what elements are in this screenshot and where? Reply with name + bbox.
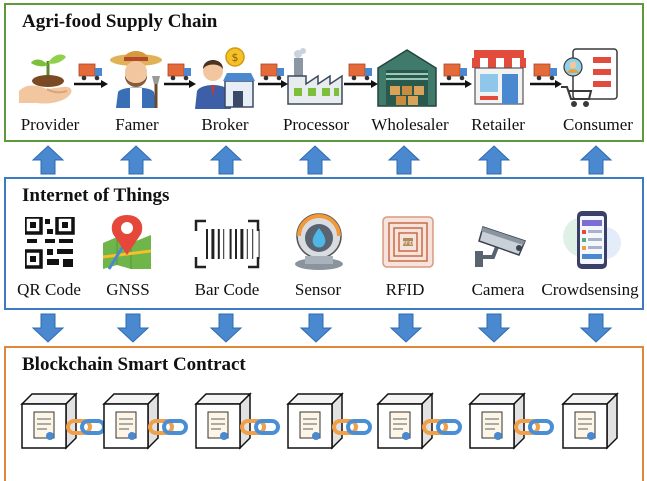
iot-label-gnss: GNSS <box>106 280 150 299</box>
up-arrow <box>477 145 511 175</box>
blockchain-block <box>194 392 252 450</box>
up-arrows-row <box>31 145 613 175</box>
shopping-consumer-icon <box>561 48 618 107</box>
truck-arrow <box>530 63 562 88</box>
iot-label-bar-code: Bar Code <box>194 280 260 299</box>
down-arrows-row <box>31 313 613 343</box>
blockchain-chain <box>20 392 619 450</box>
broker-icon: $ <box>195 47 255 109</box>
up-arrow <box>298 145 332 175</box>
svg-text:RFID: RFID <box>403 241 414 247</box>
cctv-camera-icon <box>475 226 527 267</box>
truck-arrow <box>164 63 196 88</box>
barcode-icon <box>194 219 260 269</box>
down-arrow <box>579 313 613 343</box>
rfid-icon: RFID <box>382 216 434 268</box>
up-arrow <box>387 145 421 175</box>
down-arrow <box>477 313 511 343</box>
blockchain-block <box>376 392 434 450</box>
iot-title: Internet of Things <box>22 185 170 206</box>
up-arrow <box>209 145 243 175</box>
svg-text:$: $ <box>232 51 239 64</box>
up-arrow <box>579 145 613 175</box>
iot-label-qr-code: QR Code <box>17 280 81 299</box>
blockchain-block <box>561 392 619 450</box>
stage-label-consumer: Consumer <box>563 115 633 134</box>
qr-code-icon <box>25 217 75 269</box>
map-pin-icon <box>102 215 152 270</box>
seedling-hand-icon <box>19 54 72 104</box>
up-arrow <box>31 145 65 175</box>
supply-chain-panel: Agri-food Supply Chain <box>4 3 644 142</box>
farmer-icon <box>110 51 162 108</box>
smartphone-icon <box>563 211 621 269</box>
iot-label-sensor: Sensor <box>294 280 342 299</box>
down-arrow <box>209 313 243 343</box>
blockchain-panel: Blockchain Smart Contract <box>4 346 644 481</box>
iot-label-camera: Camera <box>471 280 525 299</box>
truck-arrow <box>344 63 378 88</box>
iot-label-crowdsensing: Crowdsensing <box>541 280 639 299</box>
stage-label-broker: Broker <box>201 115 249 134</box>
warehouse-icon <box>377 49 437 107</box>
sensor-icon <box>295 213 343 270</box>
truck-arrow <box>258 63 288 88</box>
iot-label-rfid: RFID <box>385 280 425 299</box>
down-arrow <box>389 313 423 343</box>
supply-flow-arrows <box>74 63 562 88</box>
chain-link <box>148 419 188 435</box>
up-arrow <box>119 145 153 175</box>
stage-label-retailer: Retailer <box>471 115 525 134</box>
blockchain-block <box>102 392 160 450</box>
truck-arrow <box>74 63 108 88</box>
blockchain-block <box>468 392 526 450</box>
blockchain-block <box>20 392 78 450</box>
stage-label-processor: Processor <box>282 115 350 134</box>
down-arrow <box>116 313 150 343</box>
blockchain-block <box>286 392 344 450</box>
down-arrow <box>299 313 333 343</box>
blockchain-title: Blockchain Smart Contract <box>22 354 246 375</box>
stage-label-farmer: Famer <box>115 115 159 134</box>
chain-link <box>332 419 372 435</box>
chain-link <box>514 419 554 435</box>
down-arrow <box>31 313 65 343</box>
stage-label-provider: Provider <box>20 115 80 134</box>
iot-panel: Internet of Things <box>4 177 644 310</box>
store-icon <box>472 50 526 105</box>
supply-chain-title: Agri-food Supply Chain <box>22 11 218 32</box>
factory-icon <box>287 48 343 105</box>
chain-link <box>240 419 280 435</box>
truck-arrow <box>440 63 472 88</box>
chain-link <box>422 419 462 435</box>
stage-label-wholesaler: Wholesaler <box>371 115 449 134</box>
